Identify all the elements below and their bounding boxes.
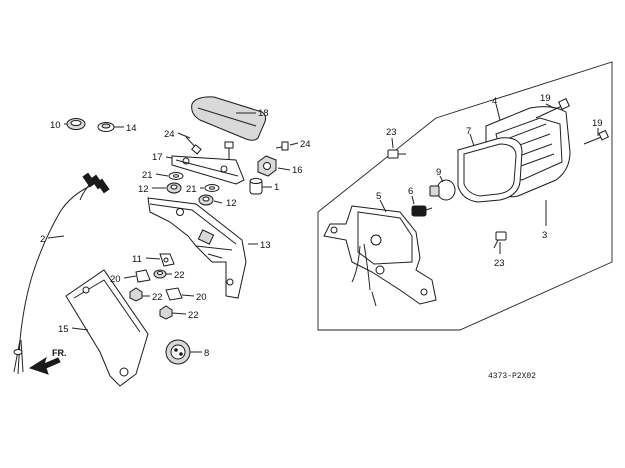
grommet-part-14 xyxy=(97,122,115,132)
callout-22-middle: 22 xyxy=(152,292,163,303)
callout-22-lower: 22 xyxy=(188,310,199,321)
assembly-box xyxy=(317,61,613,331)
nut-part-16 xyxy=(257,155,277,177)
callout-19-lower: 19 xyxy=(592,118,603,129)
callout-13: 13 xyxy=(260,240,271,251)
screw-part-19-lower xyxy=(583,129,609,145)
front-direction-arrow xyxy=(28,356,61,375)
screw-part-19-upper xyxy=(535,98,570,119)
gasket-part-17 xyxy=(171,155,245,185)
clip-part-20-right xyxy=(165,287,183,301)
callout-12-right: 12 xyxy=(226,198,237,209)
callout-23-upper: 23 xyxy=(386,127,397,138)
callout-17: 17 xyxy=(152,152,163,163)
tail-light-base-part-5 xyxy=(323,205,437,307)
callout-20-left: 20 xyxy=(110,274,121,285)
rear-cover-part-18 xyxy=(191,96,267,141)
callout-24-left: 24 xyxy=(164,129,175,140)
callout-12-left: 12 xyxy=(138,184,149,195)
grommet-part-10 xyxy=(66,118,86,130)
clip-part-11 xyxy=(159,253,175,267)
grommet-part-12-left xyxy=(166,182,182,194)
callout-11: 11 xyxy=(132,254,142,265)
callout-14: 14 xyxy=(126,123,137,134)
grommet-part-12-right xyxy=(198,194,214,206)
front-direction-label: FR. xyxy=(52,348,67,358)
screw-part-24-left xyxy=(185,136,202,155)
callout-4: 4 xyxy=(492,96,497,107)
callout-8: 8 xyxy=(204,348,209,359)
callout-7: 7 xyxy=(466,126,471,137)
nut-part-22-upper xyxy=(153,269,167,279)
callout-24-right: 24 xyxy=(300,139,311,150)
callout-21-left: 21 xyxy=(142,170,153,181)
callout-10: 10 xyxy=(50,120,61,131)
plate-bracket-part-15 xyxy=(65,269,149,387)
callout-16: 16 xyxy=(292,165,303,176)
washer-part-21-left xyxy=(168,172,184,180)
callout-1: 1 xyxy=(274,182,279,193)
lens-gasket-part-7 xyxy=(457,137,523,203)
nut-part-22-lower xyxy=(159,305,173,320)
screw-part-23-upper xyxy=(387,149,406,159)
callout-19-upper: 19 xyxy=(540,93,551,104)
screw-part-24-side xyxy=(275,141,289,151)
grommet-part-8 xyxy=(165,339,191,365)
callout-23-lower: 23 xyxy=(494,258,505,269)
socket-part-6 xyxy=(411,205,433,217)
callout-6: 6 xyxy=(408,186,413,197)
license-bracket-part-13 xyxy=(147,197,247,299)
callout-21-right: 21 xyxy=(186,184,197,195)
callout-3: 3 xyxy=(542,230,547,241)
callout-15: 15 xyxy=(58,324,69,335)
wire-harness-part-2 xyxy=(13,172,110,375)
bulb-part-9 xyxy=(429,179,456,201)
callout-20-right: 20 xyxy=(196,292,207,303)
callout-22-upper: 22 xyxy=(174,270,185,281)
washer-part-21-right xyxy=(204,184,220,192)
collar-part-1 xyxy=(249,178,263,195)
callout-18: 18 xyxy=(258,108,269,119)
clip-part-20-left xyxy=(135,269,151,283)
nut-part-22-middle xyxy=(129,287,143,302)
catalog-code: 4373-P2X02 xyxy=(488,372,536,381)
screw-part-23-lower xyxy=(493,231,507,249)
callout-9: 9 xyxy=(436,167,441,178)
callout-2: 2 xyxy=(40,234,45,245)
callout-5: 5 xyxy=(376,191,381,202)
